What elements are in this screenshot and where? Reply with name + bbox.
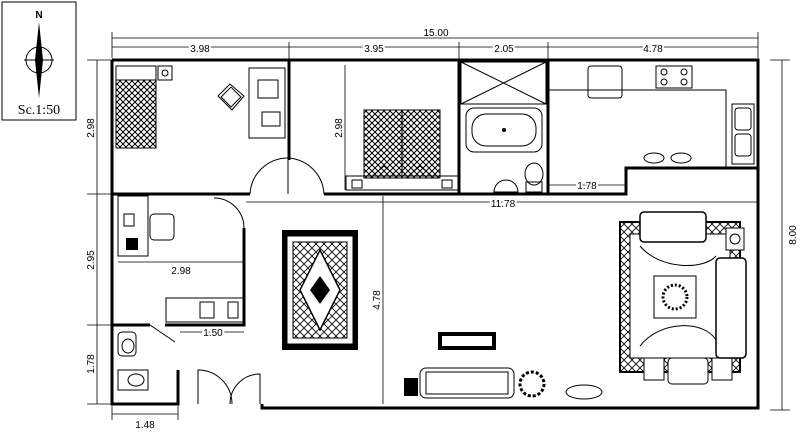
stove-icon [587, 65, 693, 99]
toilet-icon [524, 162, 544, 193]
dim-seg2: 3.95 [364, 44, 384, 55]
dim-kitchen: 1.78 [577, 181, 597, 192]
dim-total-width: 15.00 [423, 28, 448, 39]
bed-icon [115, 65, 173, 149]
dimension-labels: 15.00 3.98 3.95 2.05 4.78 8.00 2.98 2.95… [86, 28, 799, 431]
sink-icon [493, 179, 519, 193]
compass-label: N [35, 10, 42, 21]
north-arrow-icon [24, 22, 54, 98]
dim-seg3: 2.05 [494, 44, 514, 55]
desk-icon [248, 67, 286, 139]
dim-seg4: 4.78 [643, 44, 663, 55]
dim-study-width: 2.98 [171, 266, 191, 277]
door-icon[interactable] [149, 157, 325, 405]
sofa-icon [619, 211, 747, 385]
dim-corridor: 11.78 [491, 199, 516, 210]
dim-living-height: 4.78 [372, 290, 383, 310]
dim-left-bottom: 1.78 [86, 354, 97, 374]
dim-study-sub: 1.50 [203, 328, 223, 339]
kitchen-counter [548, 89, 727, 168]
coffee-table [565, 384, 603, 400]
scale-label: Sc.1:50 [18, 103, 60, 118]
dim-bottom-width: 1.48 [135, 420, 155, 431]
chair-icon [217, 83, 245, 111]
double-bed-icon [345, 109, 459, 191]
compass-box: N Sc.1:50 [1, 1, 77, 121]
dim-left-mid: 2.95 [86, 250, 97, 270]
toilet-icon [117, 331, 149, 391]
desk-icon [117, 195, 245, 323]
walls [110, 58, 760, 410]
dimension-lines [87, 32, 790, 420]
dim-left-top: 2.98 [86, 118, 97, 138]
rug-icon [282, 230, 358, 350]
dim-bedroom-height: 2.98 [334, 118, 345, 138]
plant-icon [518, 370, 546, 398]
bathtub-icon [460, 61, 547, 153]
dim-total-height: 8.00 [788, 225, 799, 245]
bar-stool-icon [643, 152, 692, 164]
sofa-icon [404, 332, 515, 399]
dim-seg1: 3.98 [190, 44, 210, 55]
kitchen-sink-icon [731, 103, 755, 165]
